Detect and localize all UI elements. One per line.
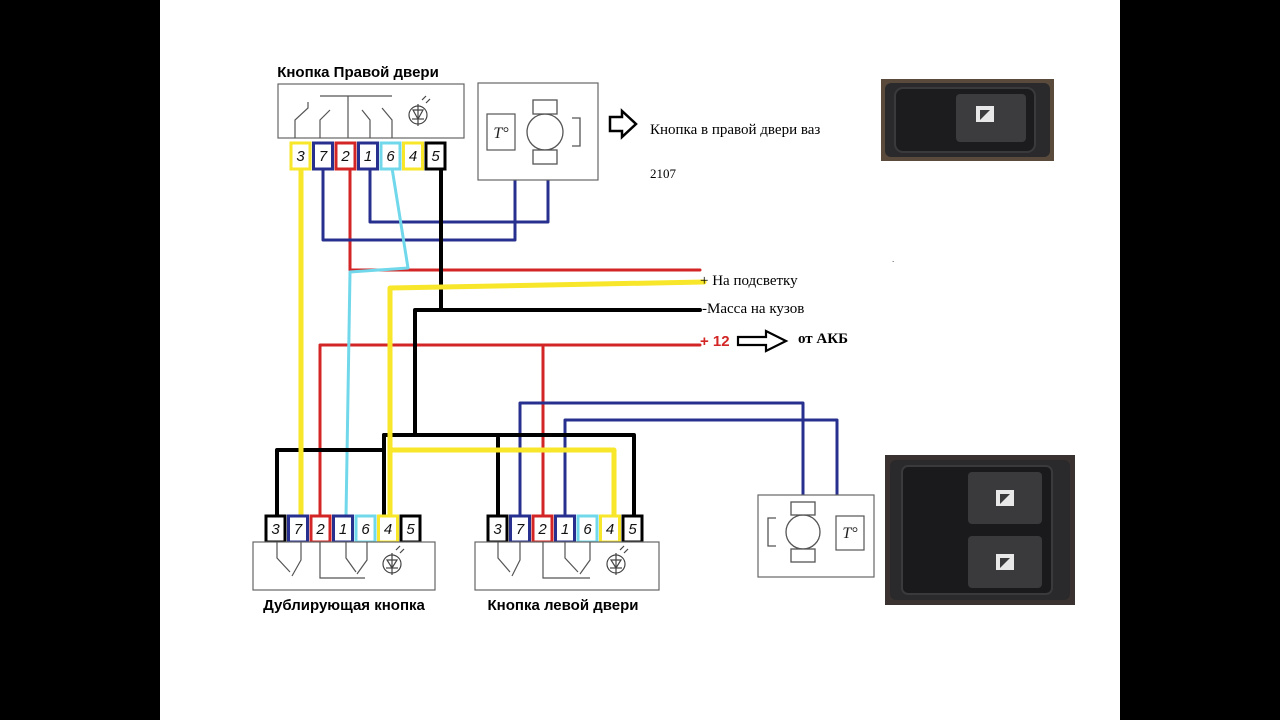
from-battery-label: от АКБ bbox=[798, 331, 848, 347]
ground-label: -Масса на кузов bbox=[702, 301, 804, 317]
right-door-note-line1: Кнопка в правой двери ваз bbox=[650, 122, 820, 138]
stray-dot: . bbox=[892, 255, 894, 264]
connector-pin-label: 2 bbox=[315, 521, 325, 538]
connector-pin-label: 3 bbox=[271, 521, 280, 538]
temp-sensor-label: T° bbox=[493, 125, 509, 142]
connector-pin-label: 5 bbox=[406, 521, 415, 538]
connector-pin bbox=[334, 141, 357, 171]
connector-pin-label: 1 bbox=[364, 148, 372, 165]
connector-pin-label: 1 bbox=[339, 521, 347, 538]
connector-pin-label: 6 bbox=[361, 521, 370, 538]
connector-pin bbox=[402, 141, 424, 171]
right-door-switch-title: Кнопка Правой двери bbox=[277, 64, 439, 81]
connector-pin-label: 5 bbox=[431, 148, 440, 165]
motor-icon bbox=[767, 501, 821, 563]
connector-pin-label: 2 bbox=[340, 148, 350, 165]
connector-pin bbox=[289, 141, 312, 171]
connector-pin-label: 2 bbox=[537, 521, 547, 538]
temp-sensor: T° bbox=[835, 515, 865, 551]
diode-led-icon bbox=[382, 545, 405, 575]
wire-lightblue bbox=[344, 166, 410, 519]
plus12-label: + 12 bbox=[700, 333, 730, 350]
right-door-note-line2: 2107 bbox=[650, 166, 677, 181]
connector-pin-label: 3 bbox=[493, 521, 502, 538]
left-door-switch-title: Кнопка левой двери bbox=[488, 597, 639, 614]
connector-pin-label: 3 bbox=[296, 148, 305, 165]
diode-led-icon bbox=[606, 545, 629, 575]
duplicate-switch-title: Дублирующая кнопка bbox=[263, 597, 425, 614]
connector-pin bbox=[312, 141, 334, 171]
connector-pin bbox=[424, 141, 447, 171]
connector-pin-label: 7 bbox=[294, 521, 303, 538]
window-switch-double-photo bbox=[885, 455, 1075, 605]
temp-sensor: T° bbox=[486, 113, 516, 151]
connector-pin-label: 5 bbox=[628, 521, 637, 538]
wire-red-plus12 bbox=[318, 166, 702, 519]
window-switch-single-photo bbox=[881, 79, 1054, 161]
motor-icon bbox=[526, 99, 581, 165]
connector-pin-label: 6 bbox=[386, 148, 395, 165]
motor-box-right-door: T° bbox=[477, 82, 599, 181]
connector-pin-label: 4 bbox=[409, 148, 417, 165]
arrow-right-icon bbox=[608, 108, 638, 140]
connector-pin bbox=[357, 141, 379, 171]
connector-pin-label: 1 bbox=[561, 521, 569, 538]
backlight-label: + На подсветку bbox=[700, 273, 798, 289]
temp-sensor-label: T° bbox=[842, 525, 858, 542]
connector-pin-label: 7 bbox=[319, 148, 328, 165]
arrow-right-icon bbox=[736, 329, 789, 353]
connector-pin bbox=[379, 141, 402, 171]
diode-led-icon bbox=[408, 95, 431, 126]
wire-yellow-backlight bbox=[298, 165, 707, 520]
connector-pin-label: 4 bbox=[606, 521, 614, 538]
wire-black-ground bbox=[275, 166, 702, 519]
motor-box-left-door: T° bbox=[757, 494, 875, 578]
wire-blue-left-motor bbox=[518, 401, 839, 519]
connector-pin-label: 7 bbox=[516, 521, 525, 538]
connector-pin-label: 4 bbox=[384, 521, 392, 538]
connector-pin-label: 6 bbox=[583, 521, 592, 538]
